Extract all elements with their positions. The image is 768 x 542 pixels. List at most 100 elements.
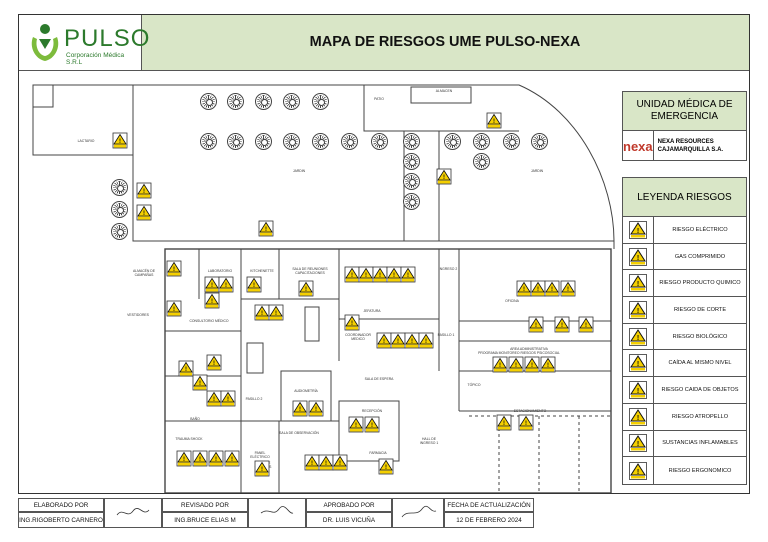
legend-row: ! RIESGO ELÉCTRICO: [623, 217, 746, 244]
tree-icon: [200, 133, 217, 150]
label-pasillo-1: PASILLO 1: [437, 333, 455, 337]
tree-icon: [227, 133, 244, 150]
svg-text:!: !: [637, 441, 639, 448]
legend-label: RIESGO ERGONOMICO: [668, 467, 732, 474]
legend-row: ! RIESGO PRODUCTO QUIMICO: [623, 270, 746, 298]
fecha-label: FECHA DE ACTUALIZACIÓN: [444, 498, 534, 512]
elaborado-name: ING.RIGOBERTO CARNERO: [18, 512, 104, 528]
tree-icon: [312, 93, 329, 110]
legend-row: ! RIESGO CAIDA DE OBJETOS: [623, 377, 746, 404]
label-audiometria: AUDIOMETRÍA: [294, 389, 318, 393]
tree-icon: [312, 133, 329, 150]
electric-risk-icon: !: [623, 217, 654, 243]
elaborado-label: ELABORADO POR: [18, 498, 104, 512]
legend-row: ! RIESGO ERGONOMICO: [623, 457, 746, 484]
label-programa: PROGRAMA MONITOREO RIESGOS PSICOSOCIAL: [478, 351, 560, 355]
label-sala-espera: SALA DE ESPERA: [364, 377, 394, 381]
legend-row: ! SUSTANCIAS INFLAMABLES: [623, 430, 746, 458]
legend-title: LEYENDA RIESGOS: [623, 178, 746, 217]
side-panel: UNIDAD MÉDICA DE EMERGENCIA nexa NEXA RE…: [618, 71, 749, 493]
floor-plan: PATIO ALMACEN JARDIN JARDIN LACTARIO ALM…: [19, 71, 617, 493]
legend: LEYENDA RIESGOS ! RIESGO ELÉCTRICO !GAS CO…: [622, 177, 747, 485]
tree-icon: [200, 93, 217, 110]
legend-label: RIESGO PRODUCTO QUIMICO: [659, 280, 741, 287]
nexa-logo: nexa: [623, 138, 653, 154]
tree-icon: [341, 133, 358, 150]
flammable-icon: !: [623, 430, 654, 457]
pulso-logo-icon: [31, 24, 59, 61]
cut-risk-icon: !: [623, 297, 654, 323]
elaborado-signature: [104, 498, 162, 528]
compressed-gas-icon: !: [623, 243, 654, 270]
footer: ELABORADO POR ING.RIGOBERTO CARNERO REVI…: [18, 498, 534, 530]
legend-row: !GAS COMPRIMIDO: [623, 243, 746, 271]
legend-row: ! RIESGO DE CORTE: [623, 297, 746, 324]
tree-icon: [531, 133, 548, 150]
svg-text:!: !: [637, 361, 639, 368]
tree-icon: [283, 93, 300, 110]
label-sala-observacion: SALA DE OBSERVACIÓN: [279, 431, 319, 435]
tree-icon: [473, 133, 490, 150]
legend-label: RIESGO CAIDA DE OBJETOS: [661, 386, 739, 393]
tree-icon: [403, 173, 420, 190]
label-recepcion: RECEPCIÓN: [361, 409, 383, 413]
legend-row: !RIESGO ATROPELLO: [623, 403, 746, 431]
legend-label: RIESGO ELÉCTRICO: [672, 226, 728, 233]
tree-icon: [403, 193, 420, 210]
label-pasillo-2: PASILLO 2: [245, 397, 263, 401]
label-ingreso-2: INGRESO 2: [438, 267, 458, 271]
logo-name: PULSO: [64, 25, 151, 52]
legend-label: RIESGO DE CORTE: [673, 306, 727, 313]
revisado-name: ING.BRUCE ELIAS M: [162, 512, 248, 528]
label-consultorio: CONSULTORIO MÉDICO: [189, 319, 229, 323]
label-almacen: ALMACEN: [435, 89, 453, 93]
tree-icon: [473, 153, 490, 170]
revisado-label: REVISADO POR: [162, 498, 248, 512]
tree-icon: [283, 133, 300, 150]
label-trauma-shock: TRAUMA SHOCK: [175, 437, 203, 441]
label-hall-ingreso: HALL DE INGRESO 1: [419, 437, 439, 445]
legend-label: RIESGO BIOLÓGICO: [672, 333, 728, 340]
legend-label: SUSTANCIAS INFLAMABLES: [662, 440, 738, 447]
legend-row: ! CAÍDA AL MISMO NIVEL: [623, 350, 746, 378]
unidad-box: UNIDAD MÉDICA DE EMERGENCIA nexa NEXA RE…: [622, 91, 747, 161]
label-patio: PATIO: [374, 97, 384, 101]
logo-subtitle: Corporación Médica S.R.L: [66, 52, 125, 66]
label-area-admin: AREA ADMINISTRATIVA: [510, 347, 548, 351]
tree-icon: [371, 133, 388, 150]
revisado-signature: [248, 498, 306, 528]
tree-icon: [503, 133, 520, 150]
svg-text:!: !: [637, 415, 639, 422]
label-topico: TÓPICO: [467, 383, 481, 387]
label-almacen-camillas: ALMACÉN DE CAMPAÑAS: [132, 269, 156, 277]
legend-label: CAÍDA AL MISMO NIVEL: [668, 360, 732, 367]
svg-text:!: !: [637, 228, 639, 235]
slip-fall-icon: !: [623, 350, 654, 377]
label-tablero: PANEL ELÉCTRICO: [250, 451, 270, 459]
label-sala-reuniones: SALA DE REUNIONES CAPACITACIONES: [292, 267, 328, 275]
tree-icon: [403, 153, 420, 170]
tree-icon: [111, 223, 128, 240]
unidad-title: UNIDAD MÉDICA DE EMERGENCIA: [623, 92, 746, 131]
label-laboratorio: LABORATORIO: [207, 269, 233, 273]
aprobado-signature: [392, 498, 444, 528]
label-jefatura: JEFATURA: [363, 309, 381, 313]
falling-objects-icon: !: [623, 377, 654, 403]
label-farmacia: FARMACIA: [369, 451, 387, 455]
label-lactario: LACTARIO: [77, 139, 95, 143]
page-title: MAPA DE RIESGOS UME PULSO-NEXA: [309, 34, 581, 50]
label-jardin-left: JARDIN: [292, 169, 306, 173]
tree-icon: [111, 179, 128, 196]
tree-icon: [227, 93, 244, 110]
label-banos: BAÑO: [190, 417, 200, 421]
svg-text:!: !: [637, 388, 639, 395]
fecha-value: 12 DE FEBRERO 2024: [444, 512, 534, 528]
label-oficina: OFICINA: [505, 299, 519, 303]
label-estacionamiento: ESTACIONAMIENTO: [513, 409, 547, 413]
tree-icon: [255, 93, 272, 110]
tree-icon: [403, 133, 420, 150]
tree-icon: [111, 201, 128, 218]
svg-text:!: !: [637, 469, 639, 476]
svg-text:!: !: [637, 281, 639, 288]
label-vestidores: VESTIDORES: [127, 313, 149, 317]
